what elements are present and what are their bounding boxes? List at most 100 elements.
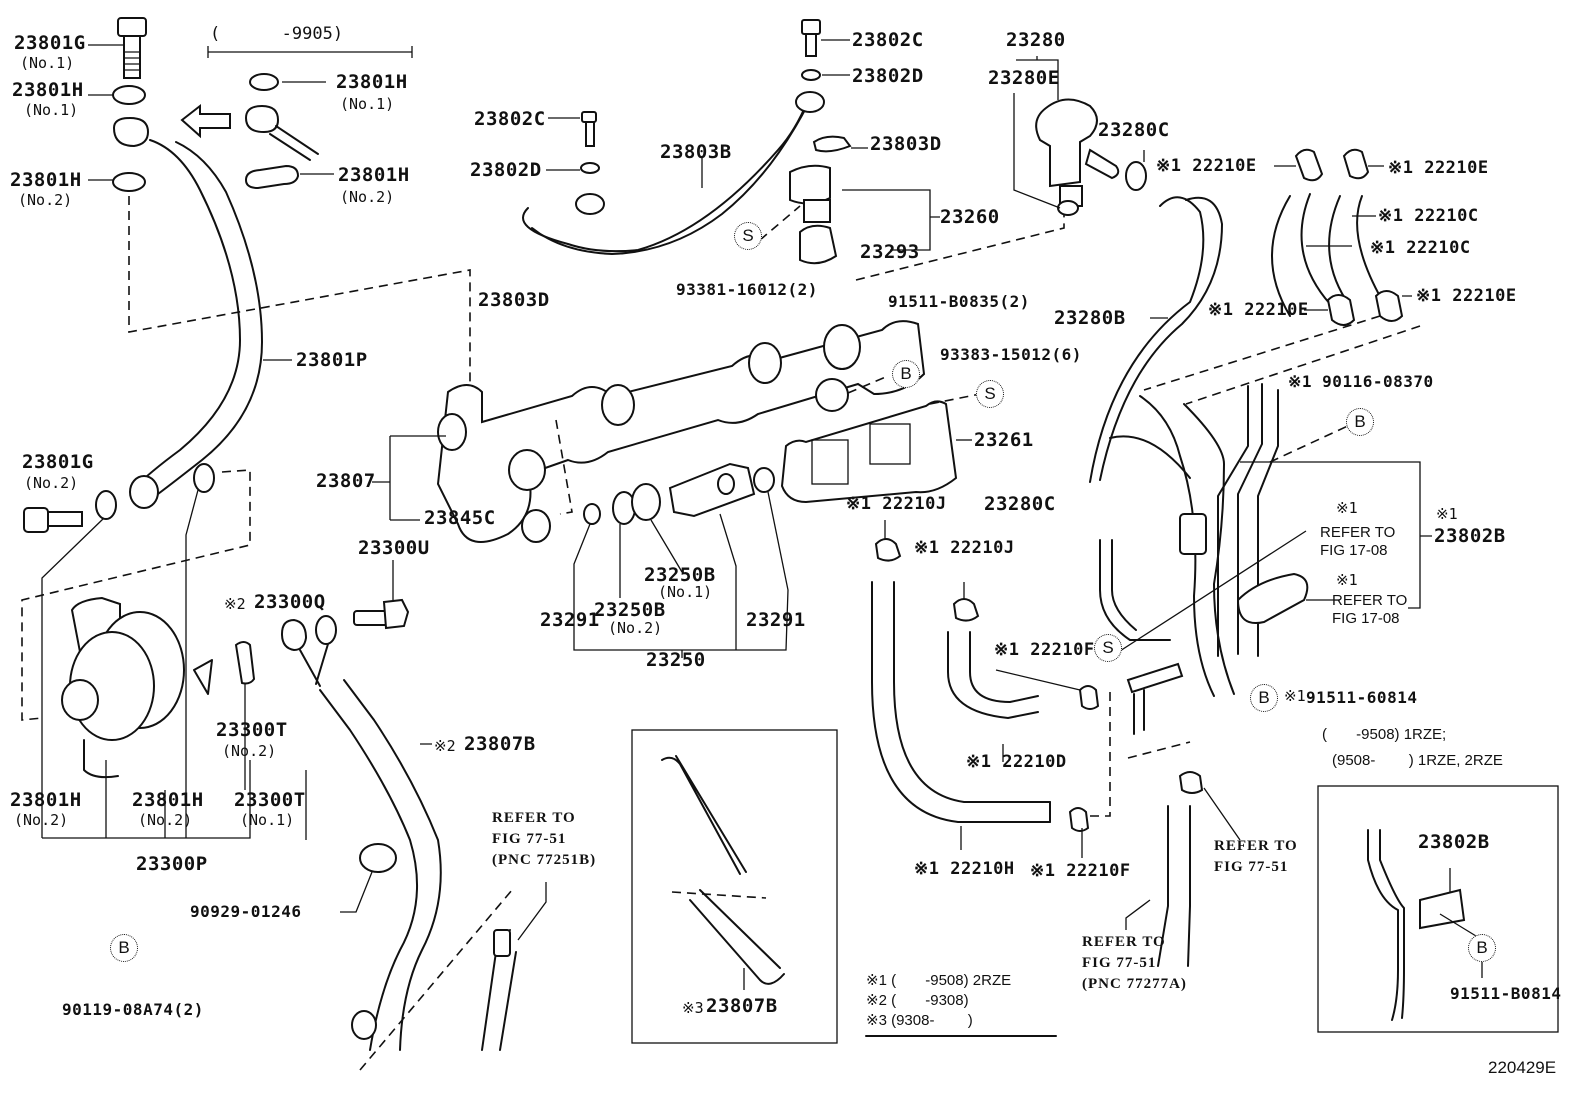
fuel-hose-23801p bbox=[131, 139, 241, 491]
part-label-23300u: 23300U bbox=[358, 537, 430, 559]
gasket-23261 bbox=[780, 400, 958, 504]
part-sub-23300t-no1: (No.1) bbox=[240, 811, 295, 829]
part-label-23801h-no2-filter-b: 23801H bbox=[132, 789, 204, 811]
part-label-23280c-top: 23280C bbox=[1098, 119, 1170, 141]
fuel-filter-23300 bbox=[61, 596, 213, 779]
part-sub-23801g-no2: (No.2) bbox=[24, 474, 79, 492]
part-label-22210c-b: ※1 22210C bbox=[1370, 238, 1471, 258]
part-label-23803d-left: 23803D bbox=[478, 289, 550, 311]
fuel-rail-23807 bbox=[436, 320, 926, 543]
pipe-union-left bbox=[112, 116, 150, 148]
part-label-22210j-b: ※1 22210J bbox=[914, 538, 1015, 558]
pressure-regulator-23260 bbox=[789, 164, 838, 265]
part-label-22210h: ※1 22210H bbox=[914, 859, 1015, 879]
mark-refer-17-08-b: ※1 bbox=[1336, 571, 1358, 589]
part-label-23801g-no2: 23801G bbox=[22, 451, 94, 473]
part-label-22210f-a: ※1 22210F bbox=[994, 640, 1095, 660]
part-label-23802b-inset: 23802B bbox=[1418, 831, 1490, 853]
part-label-23845c: 23845C bbox=[424, 507, 496, 529]
part-label-23300t-no2: 23300T bbox=[216, 719, 288, 741]
part-label-23801h-no2-alt: 23801H bbox=[338, 164, 410, 186]
part-label-23802b: 23802B bbox=[1434, 525, 1506, 547]
mark-91511-60814: ※1 bbox=[1284, 687, 1306, 705]
legend-note-2: ※2 ( -9308) bbox=[866, 992, 969, 1009]
part-label-22210e-c: ※1 22210E bbox=[1208, 300, 1309, 320]
refer-fig-17-08-b[interactable]: REFER TO FIG 17-08 bbox=[1332, 592, 1408, 627]
part-label-23807: 23807 bbox=[316, 470, 376, 492]
mark-23300q: ※2 bbox=[224, 595, 246, 613]
fuel-pipe-23807b bbox=[319, 689, 419, 1051]
part-label-23801h-no1-alt: 23801H bbox=[336, 71, 408, 93]
hose-22210d bbox=[947, 631, 1039, 719]
part-label-23280e: 23280E bbox=[988, 67, 1060, 89]
part-sub-23801h-no1: (No.1) bbox=[24, 101, 79, 119]
part-label-23803d-top: 23803D bbox=[870, 133, 942, 155]
part-label-93383-15012: 93383-15012(6) bbox=[940, 345, 1082, 364]
part-label-23300p: 23300P bbox=[136, 853, 208, 875]
part-label-23300q: 23300Q bbox=[254, 591, 326, 613]
part-label-91511-60814: 91511-60814 bbox=[1306, 688, 1418, 707]
part-label-23807b-no3: 23807B bbox=[706, 995, 778, 1017]
inset-range-2: (9508- ) 1RZE, 2RZE bbox=[1332, 752, 1503, 769]
part-sub-23801h-no2-filter-b: (No.2) bbox=[138, 811, 193, 829]
legend-note-1: ※1 ( -9508) 2RZE bbox=[866, 972, 1012, 989]
part-label-22210e-d: ※1 22210E bbox=[1416, 286, 1517, 306]
injector-23250 bbox=[668, 462, 756, 518]
part-sub-23250b-no1: (No.1) bbox=[658, 583, 713, 601]
refer-fig-77-51-pnc-77277a[interactable]: REFER TO FIG 77-51 (PNC 77277A) bbox=[1082, 934, 1187, 992]
pulsation-damper-23280 bbox=[1035, 98, 1120, 207]
part-label-90116-08370: ※1 90116-08370 bbox=[1288, 372, 1434, 391]
seal-callout-s-pipe: S bbox=[1094, 634, 1122, 662]
part-label-23291-right: 23291 bbox=[746, 609, 806, 631]
part-label-23260: 23260 bbox=[940, 206, 1000, 228]
part-label-22210d: ※1 22210D bbox=[966, 752, 1067, 772]
hose-22210c-left bbox=[1271, 193, 1331, 317]
part-label-23801h-no1: 23801H bbox=[12, 79, 84, 101]
part-sub-23300t-no2: (No.2) bbox=[222, 742, 277, 760]
refer-fig-17-08-a[interactable]: REFER TO FIG 17-08 bbox=[1320, 524, 1396, 559]
part-label-23807b-no2: 23807B bbox=[464, 733, 536, 755]
part-label-23261: 23261 bbox=[974, 429, 1034, 451]
part-label-90119-08a74: 90119-08A74(2) bbox=[62, 1000, 204, 1019]
part-label-91511-b0835: 91511-B0835(2) bbox=[888, 292, 1030, 311]
banjo-bolt-no2 bbox=[23, 507, 83, 533]
washer-23801h-no1 bbox=[112, 85, 146, 105]
era-note-left: ( -9905) bbox=[210, 24, 344, 44]
part-label-91511-b0814: 91511-B0814 bbox=[1450, 984, 1562, 1003]
legend-note-3: ※3 (9308- ) bbox=[866, 1012, 973, 1029]
fuel-pipe-23802b bbox=[1099, 383, 1309, 735]
part-sub-23801g-no1: (No.1) bbox=[20, 54, 75, 72]
bolt-callout-b-rail: B bbox=[892, 360, 920, 388]
refer-fig-77-51[interactable]: REFER TO FIG 77-51 bbox=[1214, 838, 1298, 875]
part-label-22210j-a: ※1 22210J bbox=[846, 494, 947, 514]
delivery-pipe-23803b bbox=[522, 99, 809, 253]
part-sub-23801h-no2: (No.2) bbox=[18, 191, 73, 209]
part-sub-23801h-no2-filter: (No.2) bbox=[14, 811, 69, 829]
part-label-23801h-no2-filter: 23801H bbox=[10, 789, 82, 811]
part-label-22210f-b: ※1 22210F bbox=[1030, 861, 1131, 881]
mark-23807b-3: ※3 bbox=[682, 999, 704, 1017]
seal-callout-s: S bbox=[734, 222, 762, 250]
refer-fig-77-51-pnc-77251b[interactable]: REFER TO FIG 77-51 (PNC 77251B) bbox=[492, 810, 597, 868]
part-label-90929-01246: 90929-01246 bbox=[190, 902, 302, 921]
banjo-bolt-no1 bbox=[117, 17, 147, 79]
part-sub-23801h-no2-alt: (No.2) bbox=[340, 188, 395, 206]
part-label-23291-left: 23291 bbox=[540, 609, 600, 631]
part-label-23802c-top: 23802C bbox=[852, 29, 924, 51]
part-sub-23250b-no2: (No.2) bbox=[608, 619, 663, 637]
part-label-23250b-no2: 23250B bbox=[594, 599, 666, 621]
mark-refer-17-08-a: ※1 bbox=[1336, 499, 1358, 517]
part-label-23801g-no1: 23801G bbox=[14, 32, 86, 54]
bolt-callout-b-bracket: B bbox=[1250, 684, 1278, 712]
figure-id: 220429E bbox=[1488, 1058, 1557, 1077]
assembly-arrow bbox=[180, 103, 231, 139]
part-label-23250b-no1: 23250B bbox=[644, 564, 716, 586]
part-label-23293: 23293 bbox=[860, 241, 920, 263]
part-label-23802d-left: 23802D bbox=[470, 159, 542, 181]
mark-23807b-2: ※2 bbox=[434, 737, 456, 755]
part-label-23280c-mid: 23280C bbox=[984, 493, 1056, 515]
part-label-23280: 23280 bbox=[1006, 29, 1066, 51]
part-label-22210e-b: ※1 22210E bbox=[1388, 158, 1489, 178]
part-label-93381-16012: 93381-16012(2) bbox=[676, 280, 818, 299]
